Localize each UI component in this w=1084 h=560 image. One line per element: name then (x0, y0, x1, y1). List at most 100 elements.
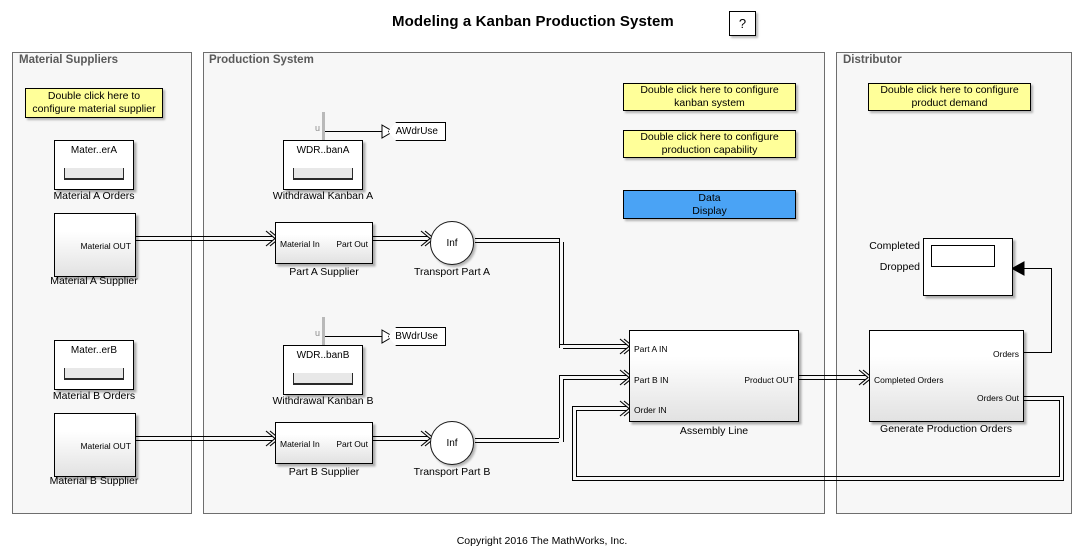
page-title: Modeling a Kanban Production System (392, 13, 674, 30)
trough-icon (63, 168, 125, 180)
signal-label-a: u (315, 123, 321, 133)
block-material-a-orders-name: Mater..erA (70, 145, 118, 156)
wire-transpB-h2-top (559, 375, 627, 376)
wire-transpA-h2-top (559, 344, 627, 345)
wire-transpA-v-left (559, 238, 560, 348)
port-part-a-supplier-in: Material In (280, 239, 320, 249)
note-data-display[interactable]: Data Display (623, 190, 796, 219)
wire-product-out-top (799, 375, 866, 376)
port-gpo-completed-orders-in: Completed Orders (874, 375, 944, 385)
scope-screen (931, 245, 995, 267)
goto-tag-awdruse[interactable]: AWdrUse (388, 122, 446, 141)
note-product-demand[interactable]: Double click here to configure product d… (868, 83, 1031, 111)
trough-icon (292, 168, 354, 180)
port-assembly-order-in: Order IN (634, 405, 667, 415)
signal-stub-b (322, 317, 325, 347)
note-demand-line2: product demand (911, 97, 988, 109)
port-part-a-supplier-out: Part Out (336, 239, 368, 249)
block-part-a-supplier[interactable]: Material In Part Out (275, 222, 373, 264)
block-transport-part-b[interactable]: Inf (430, 421, 474, 465)
wire-transpA-h1-top (475, 238, 559, 239)
port-material-b-supplier-out: Material OUT (80, 441, 131, 451)
arrow-tag-a-in (381, 124, 394, 139)
wire-orderin-h-top (572, 406, 627, 407)
wire-orderin-h-bot (576, 410, 627, 411)
signal-label-b: u (315, 328, 321, 338)
caption-transport-part-a: Transport Part A (413, 266, 491, 278)
port-assembly-part-a-in: Part A IN (634, 344, 668, 354)
wire-transpA-v-right (563, 242, 564, 344)
caption-material-a-supplier: Material A Supplier (50, 275, 138, 287)
help-button[interactable]: ? (729, 11, 756, 36)
arrow-scope-in (1010, 261, 1025, 276)
note-capability-line2: production capability (661, 144, 758, 156)
caption-material-b-supplier: Material B Supplier (49, 475, 139, 487)
wire-ordersout-v-r1 (1063, 396, 1064, 480)
block-orders-scope[interactable] (923, 238, 1013, 296)
section-material-suppliers-label: Material Suppliers (17, 54, 121, 66)
block-generate-production-orders[interactable]: Completed Orders Orders Orders Out (869, 330, 1024, 422)
wire-matA-to-partA-top (136, 236, 272, 237)
wire-transpA-h2-bot (563, 348, 627, 349)
note-material-supplier[interactable]: Double click here to configure material … (25, 88, 163, 118)
note-kanban-line1: Double click here to configure (640, 84, 779, 97)
block-withdrawal-kanban-b[interactable]: WDR..banB (283, 345, 363, 395)
wire-matB-to-partB-top (136, 436, 272, 437)
note-capability-line1: Double click here to configure (640, 131, 779, 144)
block-material-a-orders[interactable]: Mater..erA (54, 140, 134, 190)
note-material-supplier-line1: Double click here to (47, 90, 141, 103)
block-withdrawal-kanban-a[interactable]: WDR..banA (283, 140, 363, 190)
block-assembly-line[interactable]: Part A IN Part B IN Order IN Product OUT (629, 330, 799, 422)
copyright-text: Copyright 2016 The MathWorks, Inc. (456, 535, 628, 547)
note-kanban-line2: kanban system (674, 97, 745, 109)
wire-kanbanB-to-tag (325, 336, 387, 338)
block-part-b-supplier[interactable]: Material In Part Out (275, 422, 373, 464)
caption-part-a-supplier: Part A Supplier (289, 266, 359, 278)
wire-transpB-h1-bot (475, 442, 559, 443)
wire-ordersout-h-bot (1024, 400, 1060, 401)
note-kanban-system[interactable]: Double click here to configure kanban sy… (623, 83, 796, 111)
note-data-display-line2: Display (692, 204, 727, 217)
block-material-a-supplier[interactable]: Material OUT (54, 213, 136, 277)
wire-ordersout-v-r2 (1059, 400, 1060, 476)
port-part-b-supplier-in: Material In (280, 439, 320, 449)
caption-assembly-line: Assembly Line (679, 425, 749, 437)
note-production-capability[interactable]: Double click here to configure productio… (623, 130, 796, 158)
note-material-supplier-line2: configure material supplier (32, 103, 156, 115)
note-demand-line1: Double click here to configure (880, 84, 1019, 97)
wire-product-out-bot (799, 379, 866, 380)
block-transport-part-a[interactable]: Inf (430, 221, 474, 265)
block-material-b-supplier[interactable]: Material OUT (54, 413, 136, 477)
port-part-b-supplier-out: Part Out (336, 439, 368, 449)
wire-matA-to-partA-bot (136, 240, 272, 241)
wire-bottom-loop-vl-outer (572, 406, 573, 481)
wire-partAout-bot (373, 240, 428, 241)
wire-transpB-h2-bot (563, 379, 627, 380)
wire-orders-h2 (1022, 268, 1052, 269)
caption-transport-part-b: Transport Part B (413, 466, 491, 478)
caption-withdrawal-kanban-b: Withdrawal Kanban B (272, 395, 374, 407)
block-material-b-orders[interactable]: Mater..erB (54, 340, 134, 390)
block-withdrawal-kanban-b-name: WDR..banB (296, 350, 350, 361)
wire-bottom-loop-vl-inner (576, 410, 577, 477)
wire-partBout-bot (373, 440, 428, 441)
port-gpo-orders-out-2: Orders Out (976, 393, 1019, 403)
port-material-a-supplier-out: Material OUT (80, 241, 131, 251)
trough-icon (292, 373, 354, 385)
wire-matB-to-partB-bot (136, 440, 272, 441)
wire-ordersout-h-top (1024, 396, 1064, 397)
block-material-b-orders-name: Mater..erB (70, 345, 118, 356)
wire-kanbanA-to-tag (325, 131, 387, 133)
goto-tag-bwdruse[interactable]: BWdrUse (388, 327, 446, 346)
caption-part-b-supplier: Part B Supplier (288, 466, 360, 478)
block-withdrawal-kanban-a-name: WDR..banA (296, 145, 350, 156)
wire-orders-v (1051, 268, 1052, 353)
arrow-tag-b-in (381, 329, 394, 344)
wire-partBout-top (373, 436, 428, 437)
wire-bottom-loop-outer (572, 480, 1064, 481)
wire-transpB-h1-top (475, 438, 559, 439)
wire-transpA-h1-bot (475, 242, 559, 243)
port-gpo-orders-out: Orders (993, 349, 1019, 359)
port-assembly-product-out: Product OUT (744, 375, 794, 385)
